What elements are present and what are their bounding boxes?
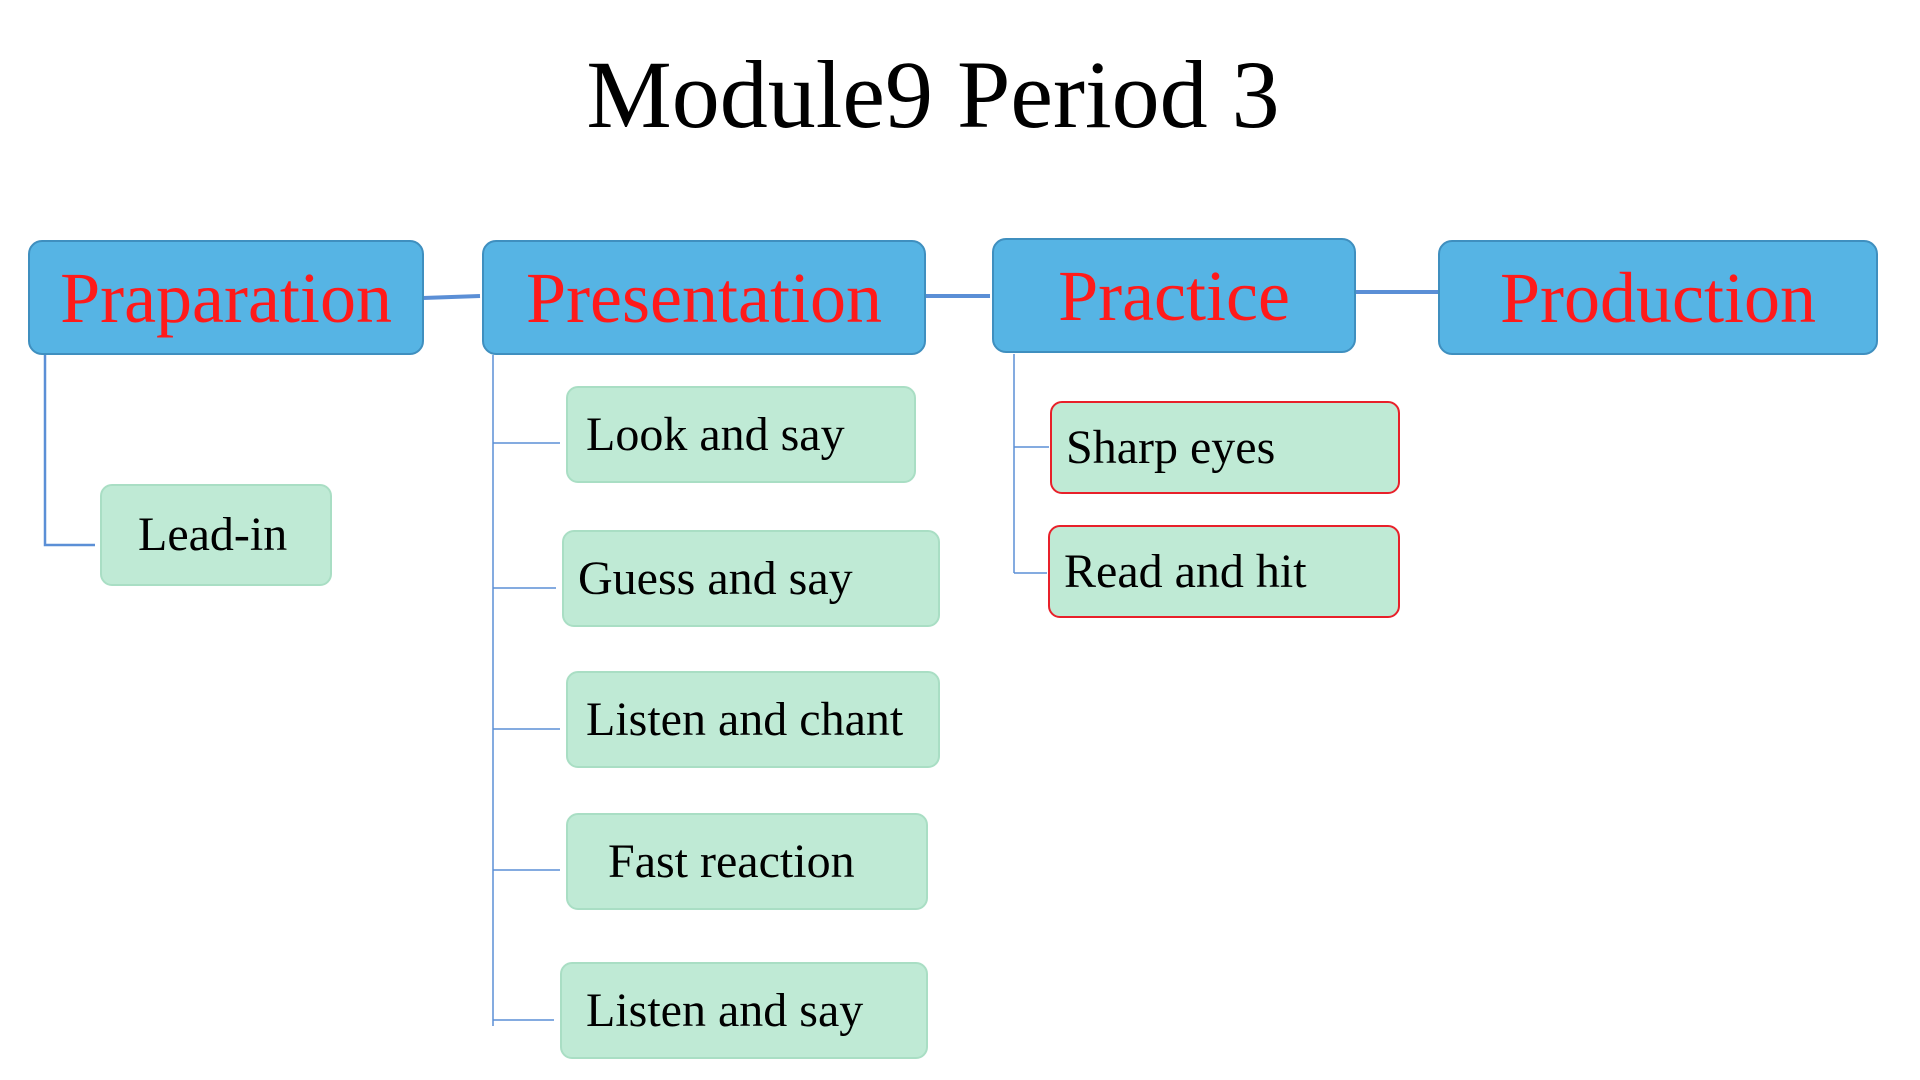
step-sharp-eyes: Sharp eyes — [1050, 401, 1400, 494]
step-look-and-say: Look and say — [566, 386, 916, 483]
page-title: Module9 Period 3 — [586, 41, 1280, 148]
step-guess-and-say: Guess and say — [562, 530, 940, 627]
link-praparation-presentation — [422, 294, 481, 300]
phase-presentation: Presentation — [482, 240, 926, 355]
phase-production: Production — [1438, 240, 1878, 355]
step-fast-reaction: Fast reaction — [566, 813, 928, 910]
step-listen-and-say: Listen and say — [560, 962, 928, 1059]
step-listen-and-chant: Listen and chant — [566, 671, 940, 768]
phase-praparation: Praparation — [28, 240, 424, 355]
branch-praparation — [43, 355, 95, 547]
step-read-and-hit: Read and hit — [1048, 525, 1400, 618]
phase-practice: Practice — [992, 238, 1356, 353]
step-lead-in: Lead-in — [100, 484, 332, 586]
